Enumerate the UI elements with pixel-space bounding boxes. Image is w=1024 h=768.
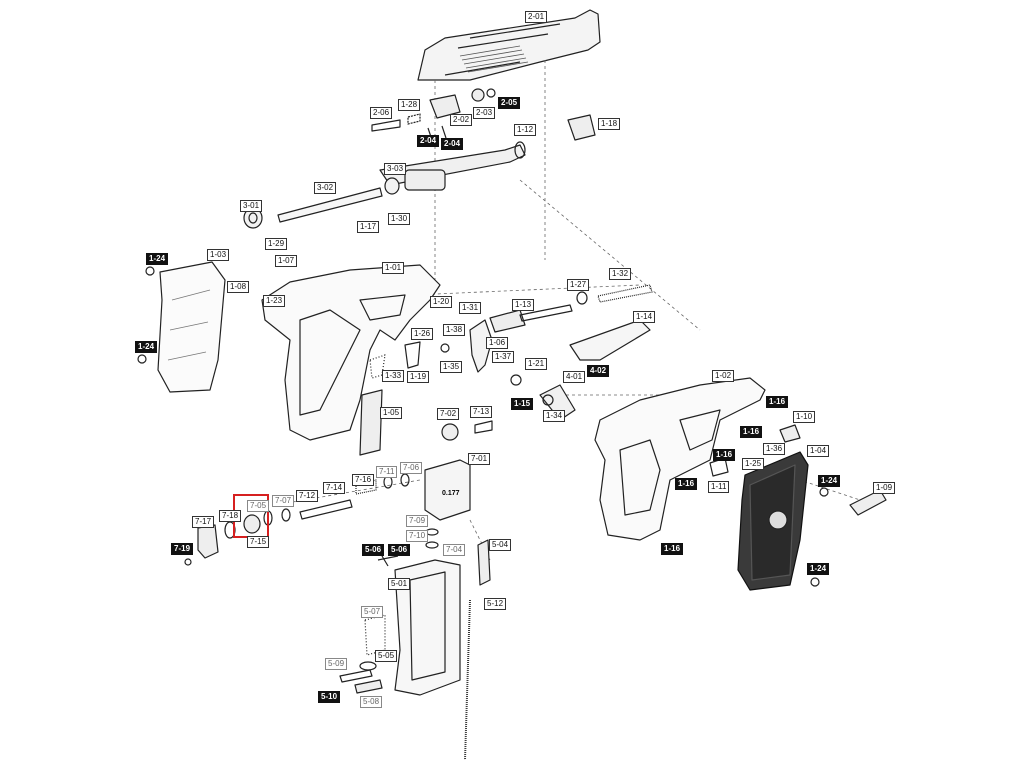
part-label: 1-34	[543, 410, 566, 422]
part-label: 1-18	[598, 118, 621, 130]
part-label: 2-01	[525, 11, 548, 23]
part-label: 7-16	[352, 474, 375, 486]
part-label: 1-38	[443, 324, 466, 336]
part-label: 7-06	[400, 462, 423, 474]
part-label: 1-30	[388, 213, 411, 225]
part-label: 1-35	[440, 361, 463, 373]
part-label: 7-11	[376, 466, 398, 478]
part-label: 1-19	[407, 371, 430, 383]
part-label: 2-06	[370, 107, 393, 119]
barrel-group	[243, 141, 526, 229]
part-label: 1-24	[146, 253, 169, 265]
part-label: 1-20	[430, 296, 453, 308]
part-label: 1-01	[382, 262, 405, 274]
frame-part	[261, 264, 441, 441]
part-label: 5-06	[388, 544, 411, 556]
part-label: 2-04	[417, 135, 440, 147]
part-label: 2-02	[450, 114, 473, 126]
part-label: 7-18	[219, 510, 242, 522]
part-label: 7-04	[443, 544, 466, 556]
part-label: 3-03	[384, 163, 407, 175]
part-label: 1-07	[275, 255, 298, 267]
part-label: 7-07	[272, 495, 295, 507]
part-label: 1-08	[227, 281, 250, 293]
right-grip-panel	[709, 424, 887, 591]
valve-parts	[184, 420, 493, 566]
slide-small-parts	[371, 88, 596, 141]
part-label: 1-23	[263, 295, 286, 307]
part-label: 1-29	[265, 238, 288, 250]
caliber-mark: 0.177	[442, 490, 460, 497]
part-label: 3-02	[314, 182, 337, 194]
part-label: 1-28	[398, 99, 421, 111]
part-label: 1-25	[742, 458, 765, 470]
part-label: 7-09	[406, 515, 429, 527]
part-label: 7-17	[192, 516, 215, 528]
part-label: 1-09	[873, 482, 896, 494]
part-label: 1-36	[763, 443, 786, 455]
part-label: 1-10	[793, 411, 816, 423]
part-label: 1-15	[511, 398, 534, 410]
part-label: 5-12	[484, 598, 507, 610]
part-label: 7-05	[247, 500, 270, 512]
part-label: 1-04	[807, 445, 830, 457]
part-label: 4-02	[587, 365, 610, 377]
part-label: 1-33	[382, 370, 405, 382]
part-label: 1-24	[818, 475, 841, 487]
part-label: 1-27	[567, 279, 590, 291]
part-label: 1-11	[708, 481, 730, 493]
part-label: 7-12	[296, 490, 319, 502]
part-label: 1-13	[512, 299, 535, 311]
part-label: 7-15	[247, 536, 270, 548]
part-label: 2-03	[473, 107, 496, 119]
left-grip-panel	[137, 261, 226, 393]
right-frame-part	[594, 377, 766, 541]
part-label: 5-06	[362, 544, 385, 556]
part-label: 5-04	[489, 539, 512, 551]
part-label: 7-19	[171, 543, 194, 555]
part-label: 1-16	[661, 543, 684, 555]
part-label: 5-08	[360, 696, 383, 708]
part-label: 5-07	[361, 606, 384, 618]
part-label: 5-01	[388, 578, 411, 590]
part-label: 2-04	[441, 138, 464, 150]
part-label: 1-02	[712, 370, 735, 382]
part-label: 1-37	[492, 351, 515, 363]
part-label: 1-05	[380, 407, 403, 419]
part-label: 4-01	[563, 371, 586, 383]
part-label: 7-01	[468, 453, 491, 465]
part-label: 1-26	[411, 328, 434, 340]
part-label: 1-24	[135, 341, 158, 353]
part-label: 1-17	[357, 221, 380, 233]
part-label: 7-02	[437, 408, 460, 420]
part-label: 1-31	[459, 302, 482, 314]
slide-part	[417, 9, 601, 81]
part-label: 1-32	[609, 268, 632, 280]
part-label: 1-16	[675, 478, 698, 490]
part-label: 7-13	[470, 406, 493, 418]
part-label: 5-09	[325, 658, 348, 670]
part-label: 1-14	[633, 311, 656, 323]
part-label: 5-10	[318, 691, 341, 703]
part-label: 1-16	[713, 449, 736, 461]
part-label: 7-14	[323, 482, 346, 494]
part-label: 5-05	[375, 650, 398, 662]
part-label: 2-05	[498, 97, 521, 109]
part-label: 1-16	[766, 396, 789, 408]
part-label: 7-10	[406, 530, 429, 542]
magazine-part	[339, 539, 491, 761]
part-label: 1-06	[486, 337, 509, 349]
part-label: 3-01	[240, 200, 263, 212]
part-label: 1-03	[207, 249, 230, 261]
part-label: 1-16	[740, 426, 763, 438]
part-label: 1-24	[807, 563, 830, 575]
trigger-parts	[359, 284, 653, 456]
part-label: 1-21	[525, 358, 548, 370]
part-label: 1-12	[514, 124, 537, 136]
